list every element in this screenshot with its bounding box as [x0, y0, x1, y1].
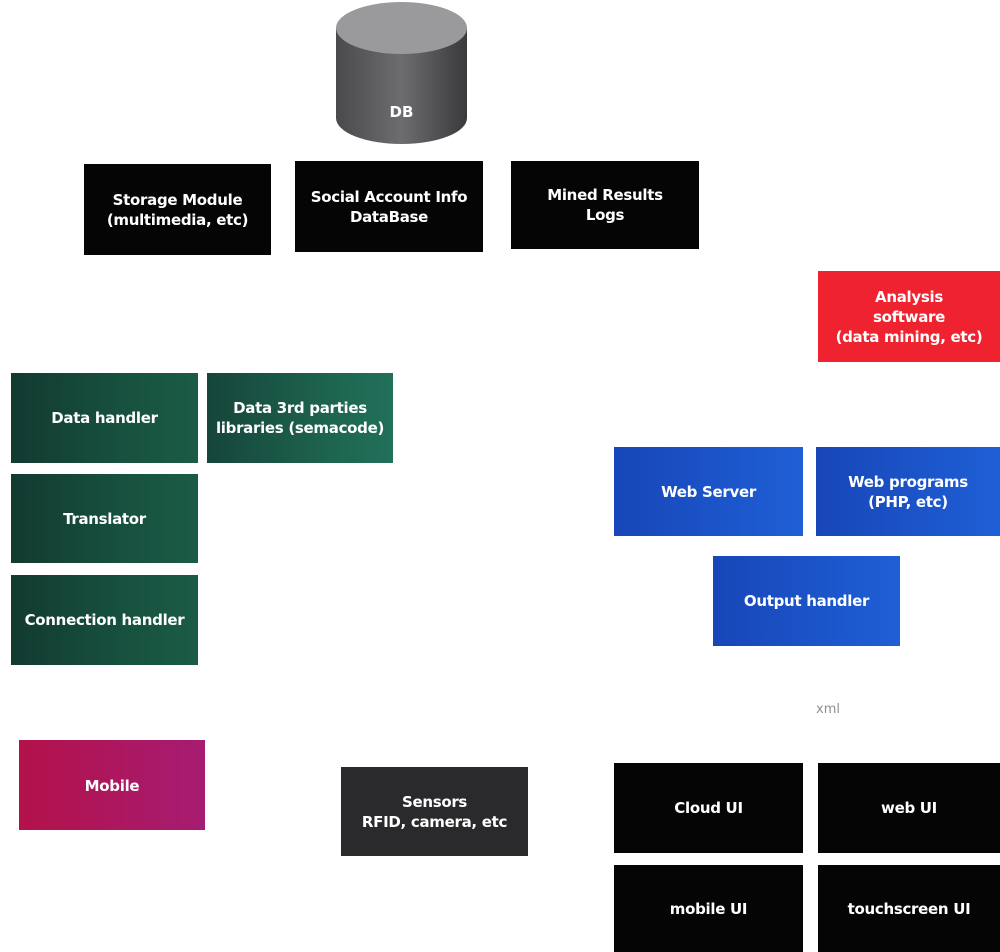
connection-handler-label: Connection handler: [24, 611, 185, 629]
analysis-title: Analysis: [875, 287, 943, 306]
sensors-box: Sensors RFID, camera, etc: [341, 767, 528, 856]
storage-module-subtitle: (multimedia, etc): [106, 210, 249, 229]
data-3rd-parties-subtitle: libraries (semacode): [215, 419, 385, 437]
storage-module-title: Storage Module: [112, 190, 243, 209]
data-handler-box: Data handler: [11, 373, 198, 463]
social-account-title: Social Account Info: [310, 187, 468, 206]
connection-handler-box: Connection handler: [11, 575, 198, 665]
mobile-ui-label: mobile UI: [669, 899, 748, 918]
touchscreen-ui-box: touchscreen UI: [818, 865, 1000, 952]
mobile-label: Mobile: [84, 777, 140, 795]
web-ui-label: web UI: [881, 799, 937, 817]
mined-results-title: Mined Results: [547, 186, 663, 204]
analysis-software-box: Analysis software (data mining, etc): [818, 271, 1000, 362]
output-handler-label: Output handler: [743, 592, 870, 610]
web-programs-subtitle: (PHP, etc): [868, 492, 948, 511]
translator-box: Translator: [11, 474, 198, 563]
sensors-title: Sensors: [401, 792, 468, 811]
social-account-info-box: Social Account Info DataBase: [295, 161, 483, 252]
touchscreen-ui-label: touchscreen UI: [847, 899, 971, 918]
db-cylinder: DB: [336, 2, 467, 144]
analysis-detail: (data mining, etc): [835, 327, 983, 346]
data-3rd-parties-box: Data 3rd parties libraries (semacode): [207, 373, 393, 463]
web-ui-box: web UI: [818, 763, 1000, 853]
sensors-subtitle: RFID, camera, etc: [361, 812, 508, 831]
web-programs-box: Web programs (PHP, etc): [816, 447, 1000, 536]
db-label: DB: [390, 103, 414, 121]
mobile-box: Mobile: [19, 740, 205, 830]
translator-label: Translator: [63, 509, 146, 528]
social-account-subtitle: DataBase: [349, 207, 429, 226]
web-server-box: Web Server: [614, 447, 803, 536]
analysis-subtitle: software: [872, 307, 946, 326]
xml-label: xml: [816, 702, 840, 717]
mined-results-box: Mined Results Logs: [511, 161, 699, 249]
mined-results-subtitle: Logs: [585, 206, 625, 224]
cloud-ui-label: Cloud UI: [674, 799, 743, 817]
web-programs-title: Web programs: [848, 472, 968, 491]
cloud-ui-box: Cloud UI: [614, 763, 803, 853]
storage-module-box: Storage Module (multimedia, etc): [84, 164, 271, 255]
web-server-label: Web Server: [661, 482, 756, 501]
data-3rd-parties-title: Data 3rd parties: [233, 399, 367, 417]
mobile-ui-box: mobile UI: [614, 865, 803, 952]
data-handler-label: Data handler: [51, 409, 158, 427]
output-handler-box: Output handler: [713, 556, 900, 646]
